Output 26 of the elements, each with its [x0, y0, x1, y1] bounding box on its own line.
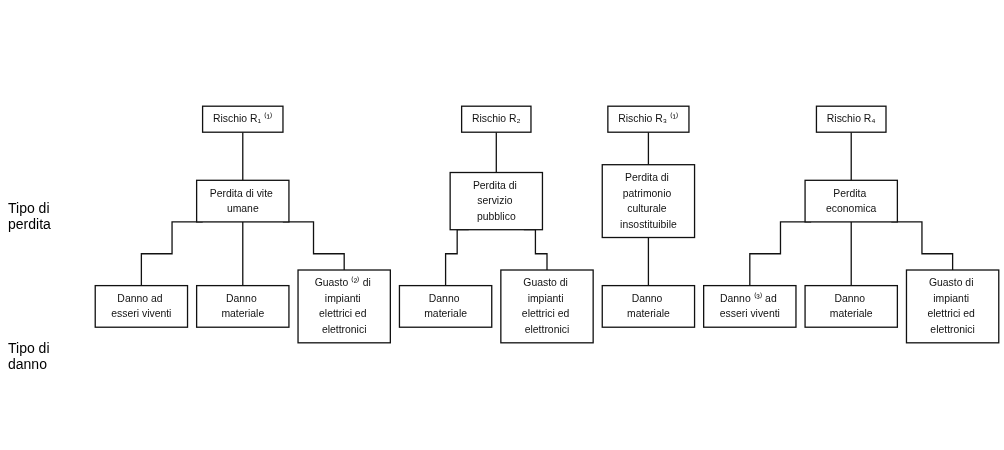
node-box: Guasto ⁽²⁾ di impianti elettrici ed elettronici — [297, 269, 391, 344]
node-box: Danno ⁽³⁾ ad esseri viventi — [703, 285, 797, 329]
node-box: Danno materiale — [804, 285, 898, 329]
connector — [647, 132, 650, 166]
node-box: Danno materiale — [196, 285, 290, 329]
connector — [242, 132, 244, 182]
node-box: Rischio R₁ ⁽¹⁾ — [201, 106, 284, 134]
node-box: Guasto di impianti elettrici ed elettronici — [905, 269, 1000, 344]
node-box: Perdita di vite umane — [196, 180, 290, 224]
node-box: Danno materiale — [601, 285, 696, 329]
node-box: Perdita di servizio pubblico — [449, 172, 544, 231]
connector — [647, 237, 650, 287]
node-box: Rischio R₄ — [815, 106, 887, 134]
connector — [495, 132, 497, 174]
row-label: Tipo di danno — [8, 340, 51, 372]
row-label: Tipo di perdita — [8, 200, 52, 232]
node-box: Perdita economica — [804, 180, 898, 224]
node-box: Perdita di patrimonio culturale insostituibile — [601, 164, 696, 239]
node-box: Rischio R₃ ⁽¹⁾ — [607, 106, 690, 134]
connector — [850, 221, 852, 287]
node-box: Rischio R₂ — [461, 106, 532, 134]
connector — [242, 221, 244, 287]
node-box: Guasto di impianti elettrici ed elettronici — [500, 269, 594, 344]
connector — [850, 132, 852, 182]
node-box: Danno ad esseri viventi — [94, 285, 189, 329]
node-box: Danno materiale — [398, 285, 493, 329]
